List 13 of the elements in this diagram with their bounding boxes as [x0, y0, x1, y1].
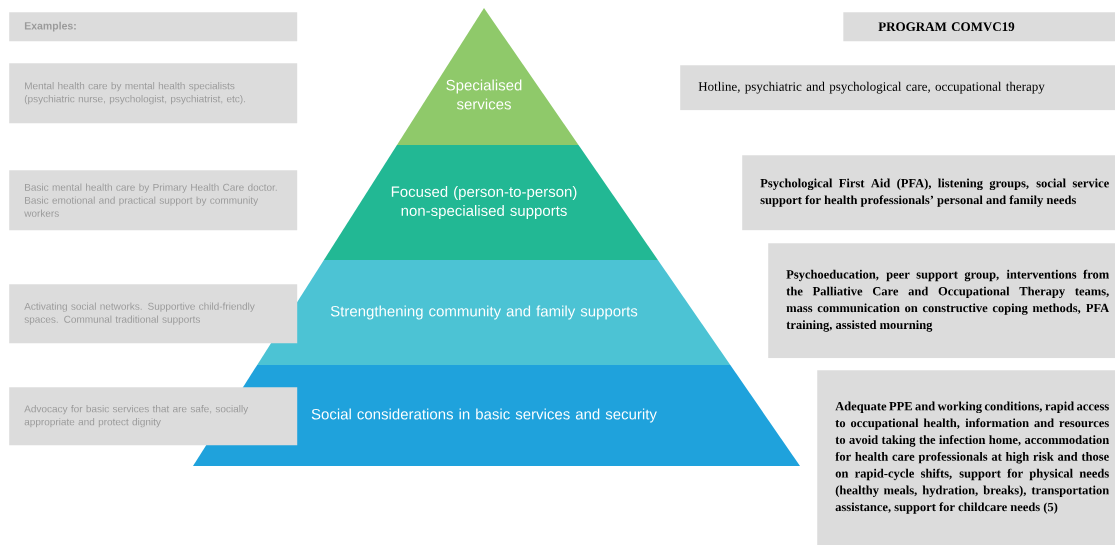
heading-box: Examples: [9, 12, 298, 42]
pyramid-tier: Focused (person-to-person) non-specialised supports [323, 145, 658, 260]
program-box: Psychoeducation, peer support group, interventions from the Palliative Care and Occupational Therapy teams, mass communication on constructive coping methods, PFA training, assisted mourning [768, 243, 1115, 359]
program-box: Adequate PPE and working conditions, rapid access to occupational health, information and resources to avoid taking the infection home, accommodation for health care professionals at high risk and those on rapid-cycle shifts, support for physical needs (healthy meals, hydration, breaks), transportation assistance, support for childcare needs (5) [817, 370, 1115, 545]
program-box: Hotline, psychiatric and psychological care, occupational therapy [680, 65, 1115, 111]
example-box: Activating social networks. Supportive child-friendly spaces. Communal traditional supports [9, 284, 298, 344]
example-box: Mental health care by mental health specialists (psychiatric nurse, psychologist, psychiatrist, etc). [9, 63, 298, 124]
heading-box: PROGRAM COMVC19 [843, 12, 1115, 42]
example-box: Advocacy for basic services that are safe, socially appropriate and protect dignity [9, 387, 298, 446]
pyramid-tier: Specialised services [396, 8, 579, 145]
example-box: Basic mental health care by Primary Health Care doctor. Basic emotional and practical support by community workers [9, 170, 298, 231]
program-box: Psychological First Aid (PFA), listening groups, social service support for health professionals’ personal and family needs [742, 155, 1115, 231]
pyramid-tier: Strengthening community and family supports [257, 260, 731, 365]
